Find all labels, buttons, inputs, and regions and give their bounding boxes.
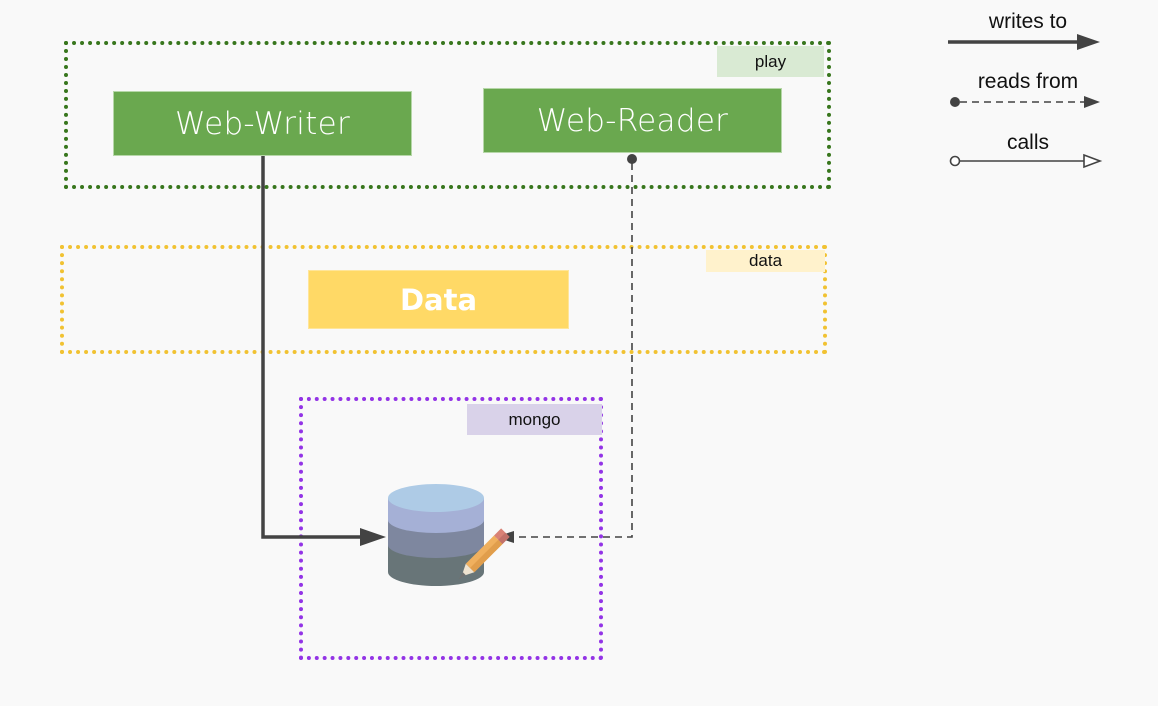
legend-reads-from-label: reads from [977,70,1079,93]
legend-calls-label: calls [1006,131,1049,154]
node-web-reader[interactable]: Web-Reader [483,88,782,153]
edge-reads-from-origin-dot [627,154,637,164]
edge-reads-from-line [515,163,633,538]
group-mongo [299,397,603,660]
group-data-label: data [706,250,825,272]
legend-reads-from-glyph [950,96,1100,108]
database-edit-icon[interactable] [388,484,510,586]
legend-writes-to-glyph [948,34,1100,50]
group-data [60,245,827,354]
edge-reads-from[interactable] [495,154,637,543]
group-play [64,41,831,189]
group-mongo-label: mongo [467,404,602,435]
legend-writes-to-label: writes to [988,10,1068,33]
edge-writes-to[interactable] [261,156,386,546]
legend-calls-glyph [949,153,1103,169]
edge-writes-to-line [261,156,362,539]
node-web-writer[interactable]: Web-Writer [113,91,412,156]
edge-writes-to-arrowhead [360,528,386,546]
group-play-label: play [717,46,824,77]
node-data[interactable]: Data [308,270,569,329]
